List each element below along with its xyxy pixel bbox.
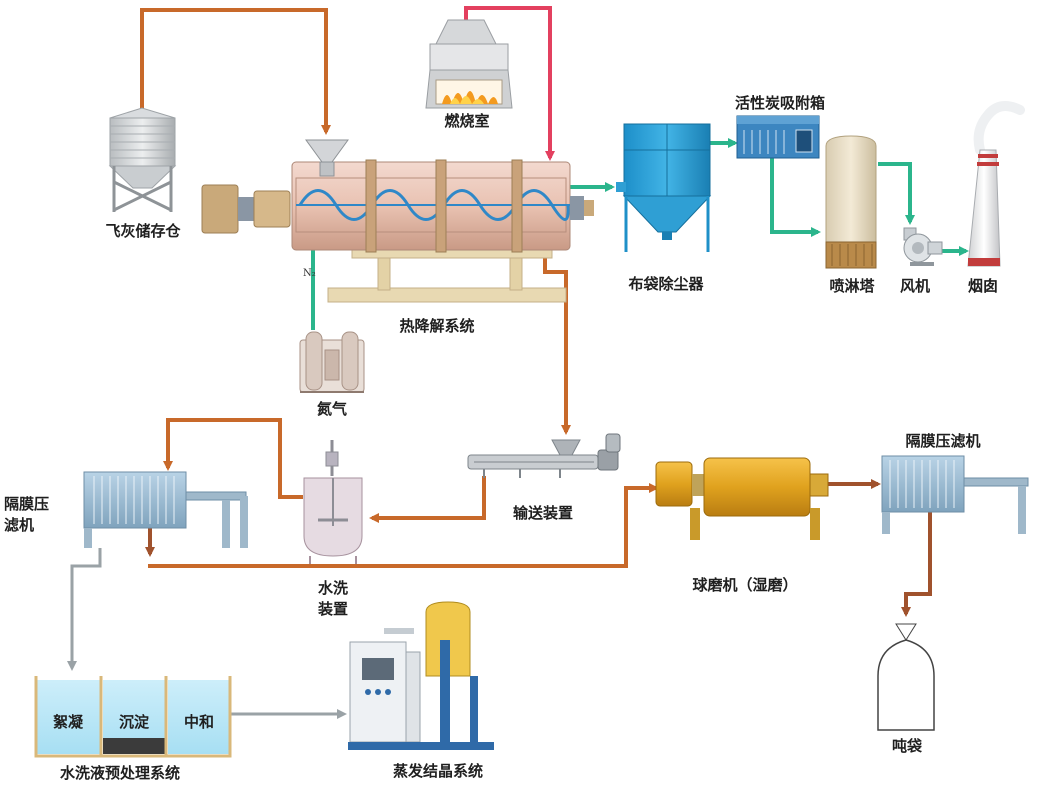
left-filter-press-label-line1: 隔膜压 — [4, 495, 50, 513]
spray-tower-icon — [825, 135, 877, 269]
evaporation-system-icon — [348, 601, 494, 750]
pyrolysis-system-label: 热降解系统 — [399, 317, 475, 335]
right-filter-press-label: 隔膜压滤机 — [905, 432, 981, 450]
activated-carbon-box-icon — [736, 115, 820, 159]
ball-mill-label: 球磨机（湿磨） — [692, 576, 798, 594]
left-filter-press-icon — [83, 471, 248, 548]
activated-carbon-box-label: 活性炭吸附箱 — [734, 94, 826, 112]
flow-washing-to-press — [163, 418, 303, 499]
pyrolysis-kiln-icon — [201, 139, 594, 303]
ton-bag-icon — [877, 623, 935, 731]
combustion-chamber-icon — [425, 19, 513, 109]
combustion-chamber-label: 燃烧室 — [444, 112, 490, 130]
washing-label-line2: 装置 — [317, 600, 349, 618]
flow-combustion-to-kiln — [464, 6, 555, 161]
fan-icon — [903, 227, 943, 266]
tank-neutralization-label: 中和 — [183, 713, 215, 731]
washing-label-line1: 水洗 — [317, 579, 349, 597]
n2-symbol-label: N₂ — [303, 268, 316, 279]
ball-mill-icon — [655, 457, 829, 540]
fan-label: 风机 — [899, 277, 931, 295]
chimney-icon — [967, 101, 1025, 267]
flow-silo-to-feeder — [140, 8, 331, 135]
flow-kiln-to-conveyor — [543, 236, 571, 435]
bag-filter-label: 布袋除尘器 — [628, 275, 704, 293]
flow-conveyor-to-washing — [369, 476, 486, 523]
nitrogen-generator-icon — [299, 331, 365, 393]
pretreatment-label: 水洗液预处理系统 — [59, 764, 181, 782]
chimney-label: 烟囱 — [967, 277, 999, 295]
left-filter-press-label-line2: 滤机 — [4, 516, 35, 534]
tank-flocculation-label: 絮凝 — [52, 713, 84, 731]
fly-ash-silo-icon — [108, 107, 177, 212]
washing-tank-icon — [303, 440, 363, 564]
flow-filtrate-to-tanks — [67, 548, 102, 671]
conveyor-icon — [467, 433, 621, 478]
flow-press-to-tonbag — [901, 512, 932, 617]
conveyor-label: 输送装置 — [512, 504, 574, 522]
flow-spray-to-fan — [878, 162, 915, 225]
flow-carbon-to-spray — [770, 158, 821, 237]
fly-ash-silo-label: 飞灰储存仓 — [105, 222, 181, 240]
right-filter-press-icon — [881, 455, 1029, 534]
tank-sedimentation-label: 沉淀 — [118, 713, 150, 731]
ton-bag-label: 吨袋 — [891, 737, 923, 755]
evaporation-label: 蒸发结晶系统 — [392, 762, 484, 780]
pretreatment-tanks-icon — [34, 676, 232, 758]
nitrogen-label: 氮气 — [316, 400, 348, 418]
bag-filter-icon — [616, 123, 712, 252]
flow-press-to-ballmill — [148, 483, 659, 568]
spray-tower-label: 喷淋塔 — [829, 277, 875, 295]
